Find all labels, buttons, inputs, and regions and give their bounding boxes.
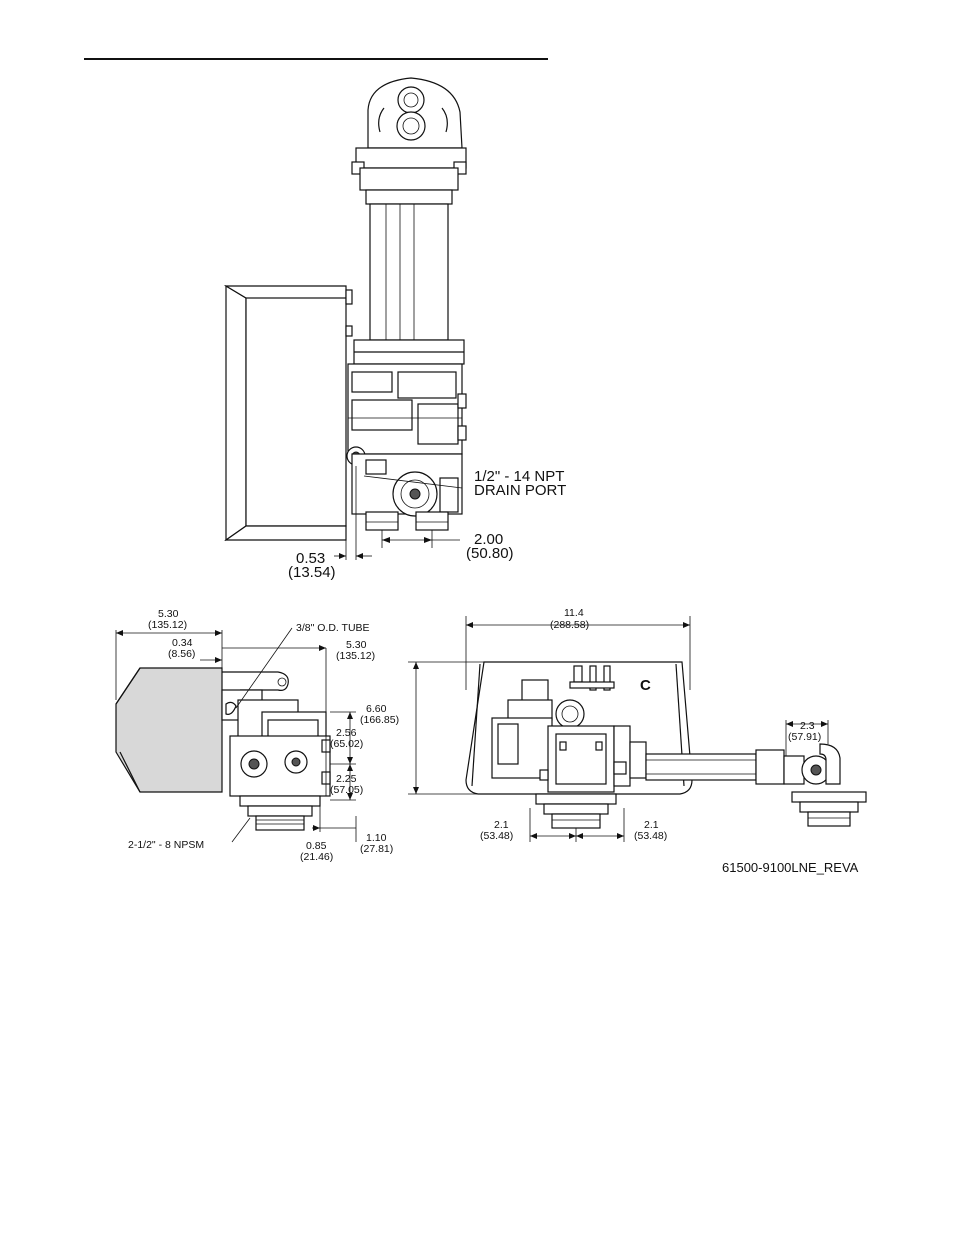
- front-view-valve: [466, 662, 866, 828]
- side-view-valve: [116, 668, 330, 830]
- side-lower-mm: (57.05): [330, 784, 363, 796]
- side-center-mm: (21.46): [300, 851, 333, 863]
- front-right-mm: (53.48): [634, 830, 667, 842]
- front-left-mm: (53.48): [480, 830, 513, 842]
- side-depth-mm: (135.12): [336, 650, 375, 662]
- front-height-mm: (166.85): [360, 714, 399, 726]
- dim-offset-mm: (13.54): [288, 564, 336, 581]
- side-upper-mm: (65.02): [330, 738, 363, 750]
- front-bypass-mm: (57.91): [788, 731, 821, 743]
- dim-ports-mm: (50.80): [466, 545, 514, 562]
- drawing-number: 61500-9100LNE_REVA: [722, 860, 859, 875]
- front-overall-inches: 11.4: [564, 607, 584, 619]
- drain-port-callout-line2: DRAIN PORT: [474, 482, 566, 499]
- thread-callout: 2-1/2" - 8 NPSM: [128, 839, 204, 851]
- front-overall-mm: (288.58): [550, 619, 589, 631]
- tube-callout: 3/8" O.D. TUBE: [296, 622, 370, 634]
- top-view-valve: [226, 78, 466, 548]
- side-edge-mm: (8.56): [168, 648, 195, 660]
- side-width-mm: (135.12): [148, 619, 187, 631]
- side-thread-mm: (27.81): [360, 843, 393, 855]
- cover-mark: C: [640, 677, 651, 694]
